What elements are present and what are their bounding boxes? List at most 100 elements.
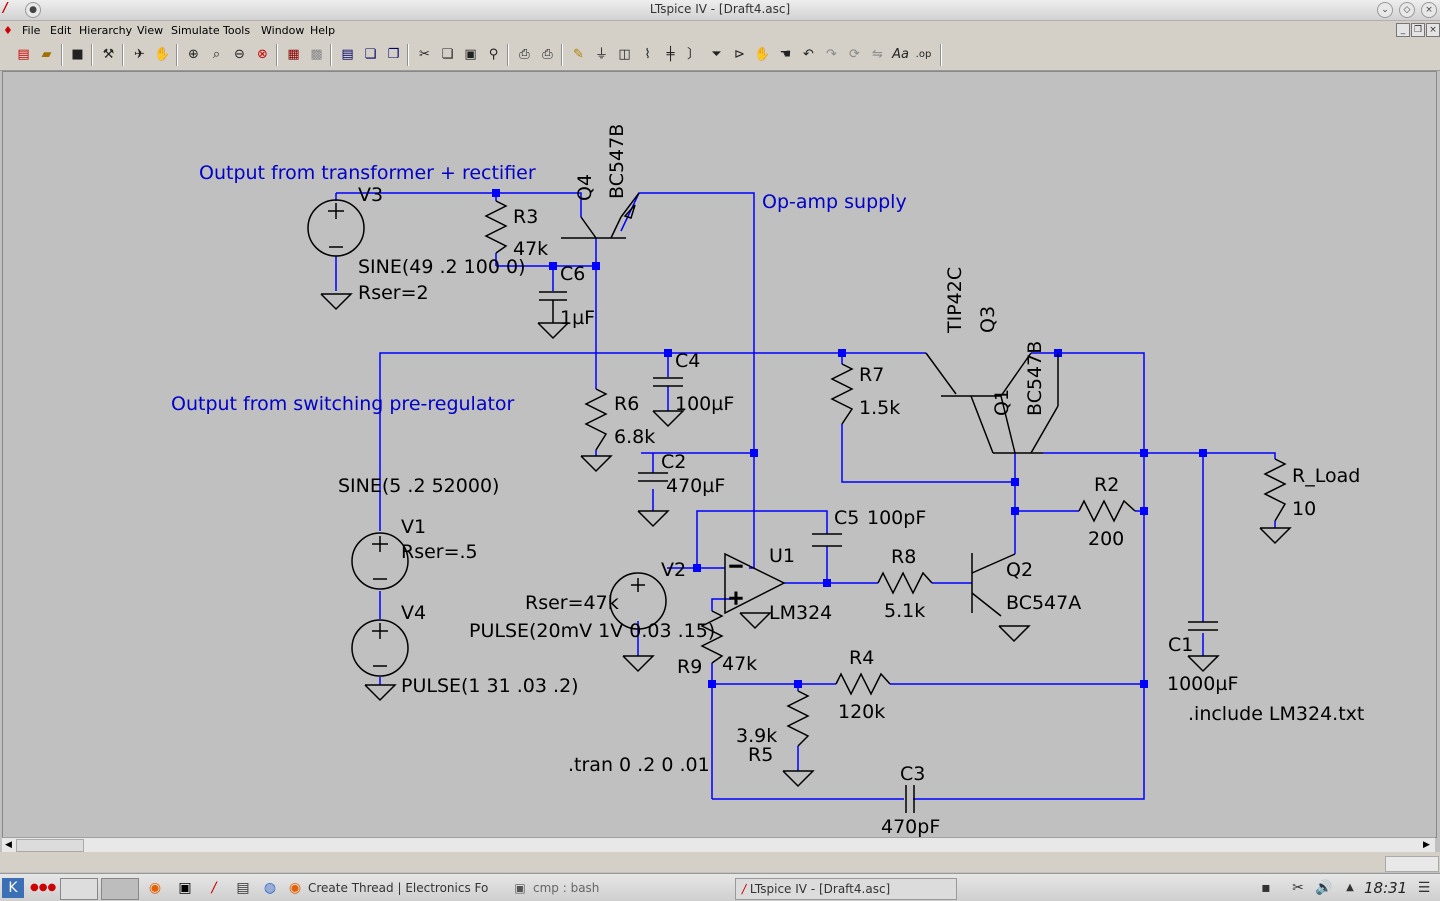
schematic-labels: Output from transformer + rectifier Op-a… <box>171 124 1364 838</box>
ltspice-app-icon[interactable]: / <box>3 1 8 16</box>
redo-icon[interactable]: ↷ <box>826 47 837 62</box>
label-q1: Q1 <box>991 389 1013 416</box>
menu-window[interactable]: Window <box>261 24 305 37</box>
label-c6-value: 1µF <box>560 307 595 329</box>
text-icon[interactable]: Aa <box>892 47 909 62</box>
waveform-autorange-icon[interactable]: ▩ <box>310 47 323 62</box>
zoom-in-icon[interactable]: ⊕ <box>188 47 199 62</box>
mdi-close-icon[interactable]: × <box>1426 23 1440 37</box>
kde-menu-icon[interactable]: K <box>2 878 24 898</box>
find-icon[interactable]: ⚲ <box>488 47 499 62</box>
scroll-left-icon[interactable]: ◀ <box>5 840 12 850</box>
component-icon[interactable]: ⊳ <box>734 47 745 62</box>
label-q2-model: BC547A <box>1006 592 1081 614</box>
zoom-full-icon[interactable]: ⌕ <box>212 47 221 62</box>
scroll-right-icon[interactable]: ▶ <box>1423 840 1430 850</box>
print-icon[interactable]: ⎙ <box>542 47 553 62</box>
schematic-drawing[interactable]: −+ <box>3 72 1436 838</box>
inductor-icon[interactable]: 〕 <box>686 47 700 62</box>
task-firefox[interactable]: Create Thread | Electronics Fo <box>308 881 489 895</box>
waveform-icon[interactable]: ▦ <box>287 47 300 62</box>
label-u1-model: LM324 <box>769 602 832 624</box>
label-r7-value: 1.5k <box>859 397 900 419</box>
cascade-icon[interactable]: ❏ <box>364 47 377 62</box>
schematic-canvas[interactable]: −+ <box>2 71 1437 838</box>
resistor-icon[interactable]: ⌇ <box>644 47 651 62</box>
label-r9: R9 <box>677 656 702 678</box>
save-icon[interactable]: ■ <box>71 47 84 62</box>
menu-edit[interactable]: Edit <box>50 24 72 37</box>
label-v4: V4 <box>401 602 426 624</box>
ground-icon[interactable]: ⏚ <box>594 47 608 62</box>
ltspice-launcher-icon[interactable]: / <box>211 880 217 896</box>
label-c1-value: 1000µF <box>1167 673 1238 695</box>
label-r5-value: 3.9k <box>736 725 777 747</box>
halt-icon[interactable]: ✋ <box>154 47 171 62</box>
cut-icon[interactable]: ✂ <box>419 47 430 62</box>
svg-text:−: − <box>728 555 744 577</box>
resistor-r3 <box>484 200 508 254</box>
network-icon[interactable]: ◍ <box>263 880 277 896</box>
zoom-out-icon[interactable]: ⊖ <box>234 47 245 62</box>
rotate-icon[interactable]: ⟳ <box>849 47 860 62</box>
menu-simulate[interactable]: Simulate <box>171 24 220 37</box>
label-v3-rser: Rser=2 <box>358 282 429 304</box>
close-icon[interactable]: × <box>1421 2 1437 18</box>
menu-view[interactable]: View <box>137 24 164 37</box>
tray-volume-icon[interactable]: 🔊 <box>1315 880 1333 896</box>
note-preregulator: Output from switching pre-regulator <box>171 393 515 415</box>
task-ltspice[interactable]: / LTspice IV - [Draft4.asc] <box>735 878 957 900</box>
move-icon[interactable]: ✋ <box>754 47 771 62</box>
activities-icon[interactable]: ●●● <box>30 882 57 893</box>
scroll-thumb[interactable] <box>16 839 84 852</box>
status-bar <box>0 852 1440 872</box>
desktop-2-icon[interactable] <box>101 878 139 900</box>
mdi-restore-icon[interactable]: ❐ <box>1411 23 1425 37</box>
spice-directive-icon[interactable]: .op <box>915 49 932 60</box>
control-panel-icon[interactable]: ⚒ <box>102 47 115 62</box>
tile-icon[interactable]: ▤ <box>341 47 354 62</box>
undo-icon[interactable]: ↶ <box>803 47 814 62</box>
files-icon[interactable]: ▤ <box>236 880 250 896</box>
new-schematic-icon[interactable]: ▤ <box>17 47 30 62</box>
task-bash[interactable]: cmp : bash <box>533 881 600 895</box>
tray-expand-icon[interactable]: ▲ <box>1346 882 1354 893</box>
transistor-q1 <box>1000 352 1032 397</box>
tray-menu-icon[interactable]: ☰ <box>1417 880 1431 896</box>
drag-icon[interactable]: ☚ <box>779 47 792 62</box>
tray-terminal-icon[interactable]: ▪ <box>1261 880 1271 896</box>
window-menu-icon[interactable]: ● <box>25 2 41 18</box>
clock[interactable]: 18:31 <box>1364 879 1408 897</box>
open-icon[interactable]: ▰ <box>41 47 52 62</box>
menu-hierarchy[interactable]: Hierarchy <box>79 24 133 37</box>
print-setup-icon[interactable]: ⎙ <box>519 47 530 62</box>
menu-file[interactable]: File <box>22 24 41 37</box>
mdi-minimize-icon[interactable]: _ <box>1396 23 1410 37</box>
copy-icon[interactable]: ❏ <box>441 47 454 62</box>
wires <box>335 192 1276 800</box>
minimize-icon[interactable]: ⌄ <box>1377 2 1393 18</box>
desktop-1-icon[interactable] <box>60 878 98 900</box>
terminal-launcher-icon[interactable]: ▣ <box>178 880 192 896</box>
horizontal-scrollbar[interactable]: ◀ ▶ <box>2 837 1435 852</box>
firefox-icon[interactable]: ◉ <box>148 880 162 896</box>
doc-icon[interactable]: ♦ <box>3 24 13 37</box>
label-v2: V2 <box>661 559 686 581</box>
close-windows-icon[interactable]: ❐ <box>387 47 400 62</box>
label-v3: V3 <box>358 184 383 206</box>
menu-help[interactable]: Help <box>310 24 336 37</box>
diode-icon[interactable]: ⏷ <box>711 47 722 62</box>
wire-icon[interactable]: ✎ <box>573 47 584 62</box>
tray-clipboard-icon[interactable]: ✂ <box>1292 880 1304 896</box>
ground-symbols <box>320 293 1292 788</box>
label-net-icon[interactable]: ◫ <box>618 47 631 62</box>
menu-tools[interactable]: Tools <box>223 24 251 37</box>
capacitor-icon[interactable]: ╪ <box>666 47 675 62</box>
zoom-cancel-icon[interactable]: ⊗ <box>257 47 268 62</box>
mirror-icon[interactable]: ⇋ <box>872 47 883 62</box>
run-icon[interactable]: ✈ <box>134 47 145 62</box>
maximize-icon[interactable]: ◇ <box>1399 2 1415 18</box>
label-r8-value: 5.1k <box>884 600 925 622</box>
components: −+ <box>307 192 1292 813</box>
paste-icon[interactable]: ▣ <box>464 47 477 62</box>
